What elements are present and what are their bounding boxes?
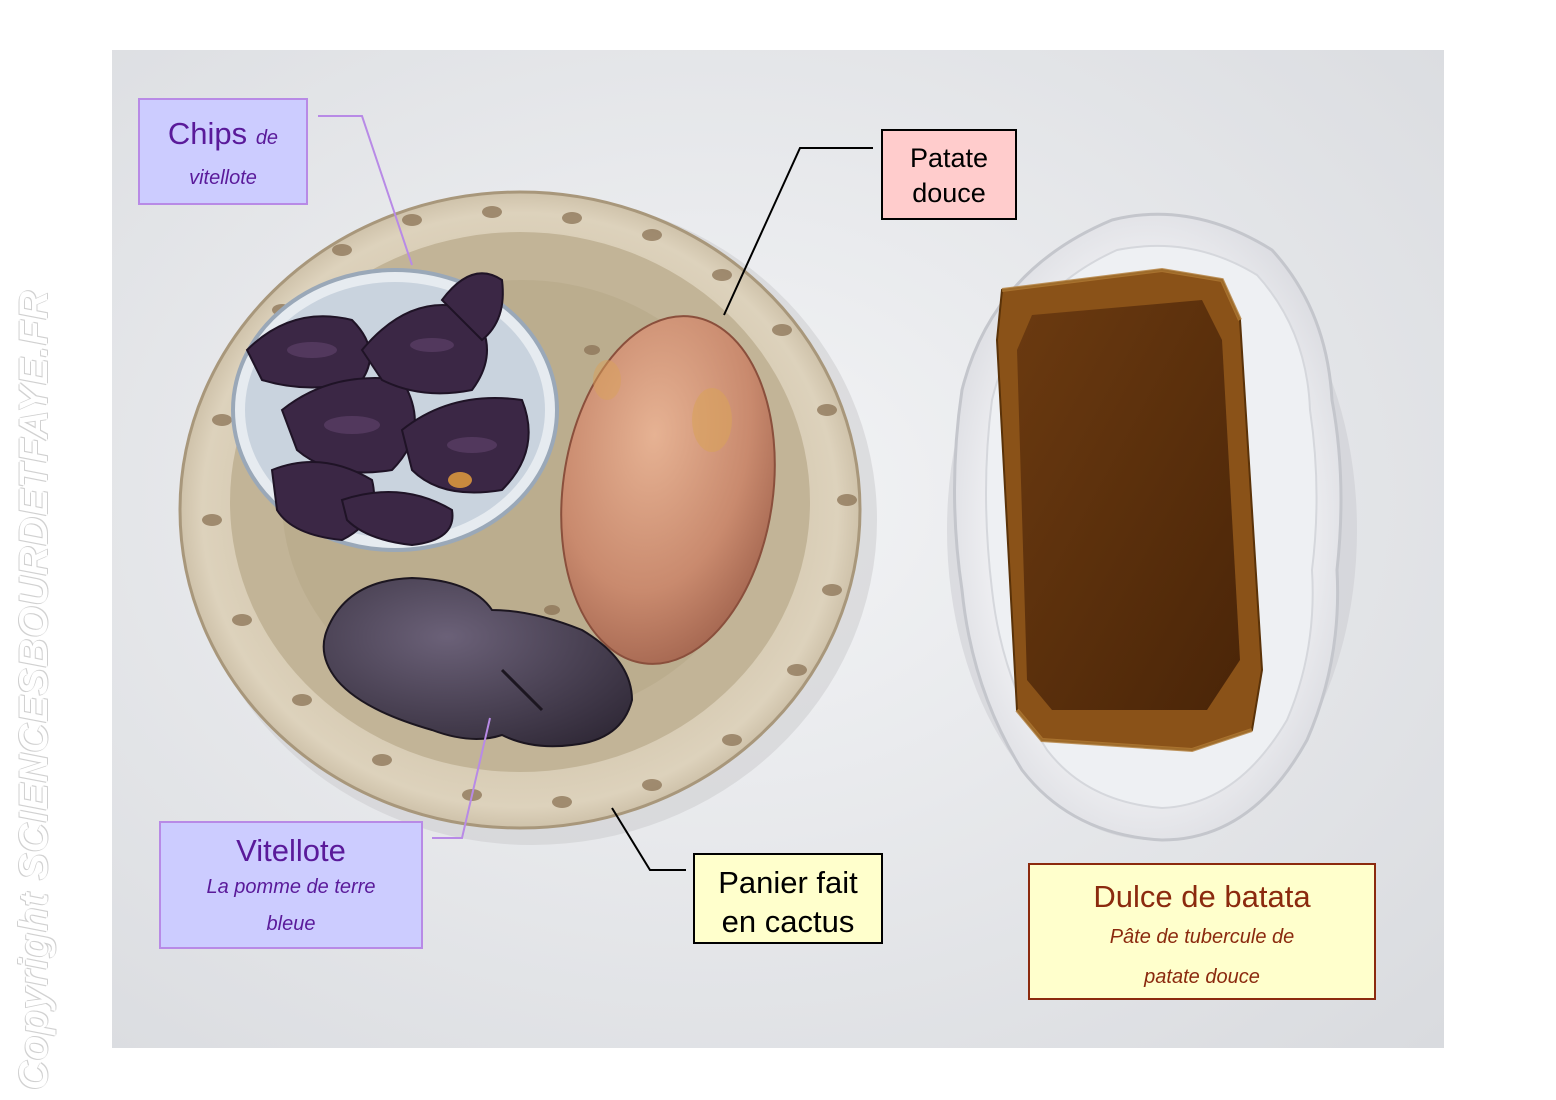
chips-leader-line: [318, 115, 413, 266]
vitellote-label-title: Vitellote: [236, 833, 346, 868]
vitellote-leader-line: [432, 717, 491, 839]
vitellote-label: Vitellote La pomme de terre bleue: [159, 821, 423, 949]
dulce-label-title: Dulce de batata: [1093, 879, 1311, 914]
vitellote-label-subtitle-2: bleue: [266, 913, 316, 935]
panier-label-line2: en cactus: [721, 904, 855, 939]
copyright-watermark: Copyright SCIENCESBOURDETFAYE.FR: [12, 289, 56, 1090]
food-photo: [112, 50, 1444, 1048]
dulce-de-batata-label: Dulce de batata Pâte de tubercule de pat…: [1028, 863, 1376, 1000]
chips-label-title: Chips: [167, 116, 248, 151]
patate-label-line1: Patate: [909, 143, 989, 173]
patate-douce-label: Patate douce: [881, 129, 1017, 220]
dulce-label-subtitle-2: patate douce: [1144, 966, 1260, 988]
chips-label-subtitle: vitellote: [189, 167, 257, 189]
vitellote-label-subtitle-1: La pomme de terre: [206, 876, 376, 898]
chips-label: Chips de vitellote: [138, 98, 308, 205]
panier-label: Panier fait en cactus: [693, 853, 883, 944]
panier-leader-line: [611, 807, 686, 871]
chips-label-de: de: [255, 127, 279, 149]
patate-leader-line: [723, 147, 873, 316]
panier-label-line1: Panier fait: [718, 865, 858, 900]
patate-label-line2: douce: [912, 178, 986, 208]
dulce-label-subtitle-1: Pâte de tubercule de: [1109, 926, 1295, 948]
